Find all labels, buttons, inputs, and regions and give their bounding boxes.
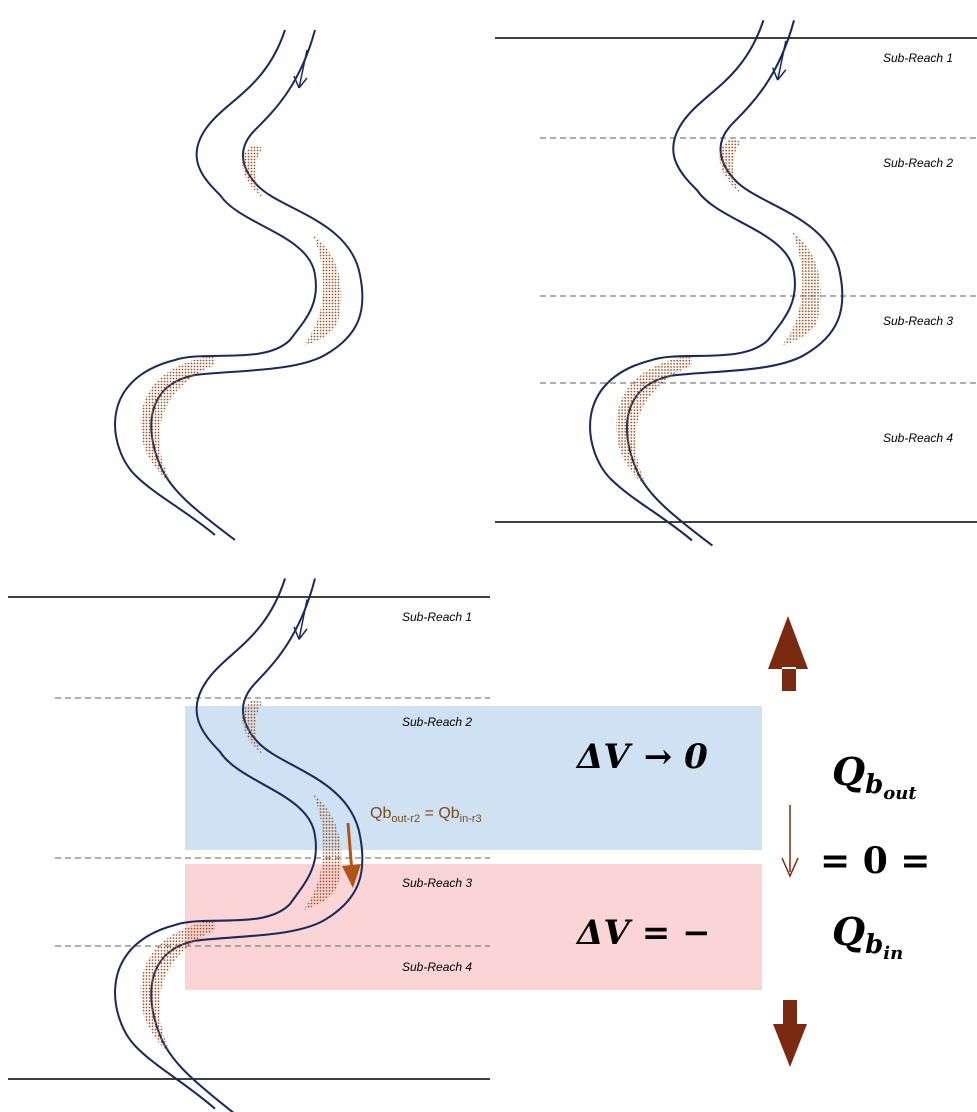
- sub-reach-2-label: Sub-Reach 2: [883, 156, 953, 170]
- flux-q-out: Qbout: [832, 749, 917, 804]
- sub-reach-1-label: Sub-Reach 1: [883, 51, 953, 65]
- river-panel-bottom-left: Sub-Reach 1 Sub-Reach 2 Sub-Reach 3 Sub-…: [8, 577, 762, 1112]
- delta-v-deposition: ΔV= −: [575, 913, 711, 953]
- flux-indicator: Qbout = 0 = Qbin: [768, 616, 930, 1067]
- sub-reach-4-label: Sub-Reach 4: [402, 960, 472, 974]
- transfer-arrow-shaft: [346, 822, 354, 874]
- sub-reach-3-label: Sub-Reach 3: [883, 314, 953, 328]
- sub-reach-1-label: Sub-Reach 1: [402, 610, 472, 624]
- sediment-transfer-label: Qbout-r2 = Qbin-r3: [370, 805, 482, 825]
- delta-v-erosion: ΔV→ 0: [575, 737, 708, 777]
- zone-deposition-red: [185, 864, 762, 990]
- river-panel-top-right: Sub-Reach 1 Sub-Reach 2 Sub-Reach 3 Sub-…: [495, 19, 977, 547]
- sub-reach-2-label: Sub-Reach 2: [402, 715, 472, 729]
- down-arrow-icon: [773, 1000, 807, 1067]
- flux-equals-zero: = 0 =: [820, 840, 930, 882]
- sub-reach-3-label: Sub-Reach 3: [402, 876, 472, 890]
- zone-erosion-blue: [185, 706, 762, 850]
- up-arrow-icon: [768, 616, 808, 691]
- flux-q-in: Qbin: [832, 909, 903, 964]
- transfer-arrow-head: [342, 864, 361, 888]
- sub-reach-4-label: Sub-Reach 4: [883, 431, 953, 445]
- river-panel-top-left: [114, 29, 364, 541]
- thin-down-arrow-head: [781, 857, 799, 878]
